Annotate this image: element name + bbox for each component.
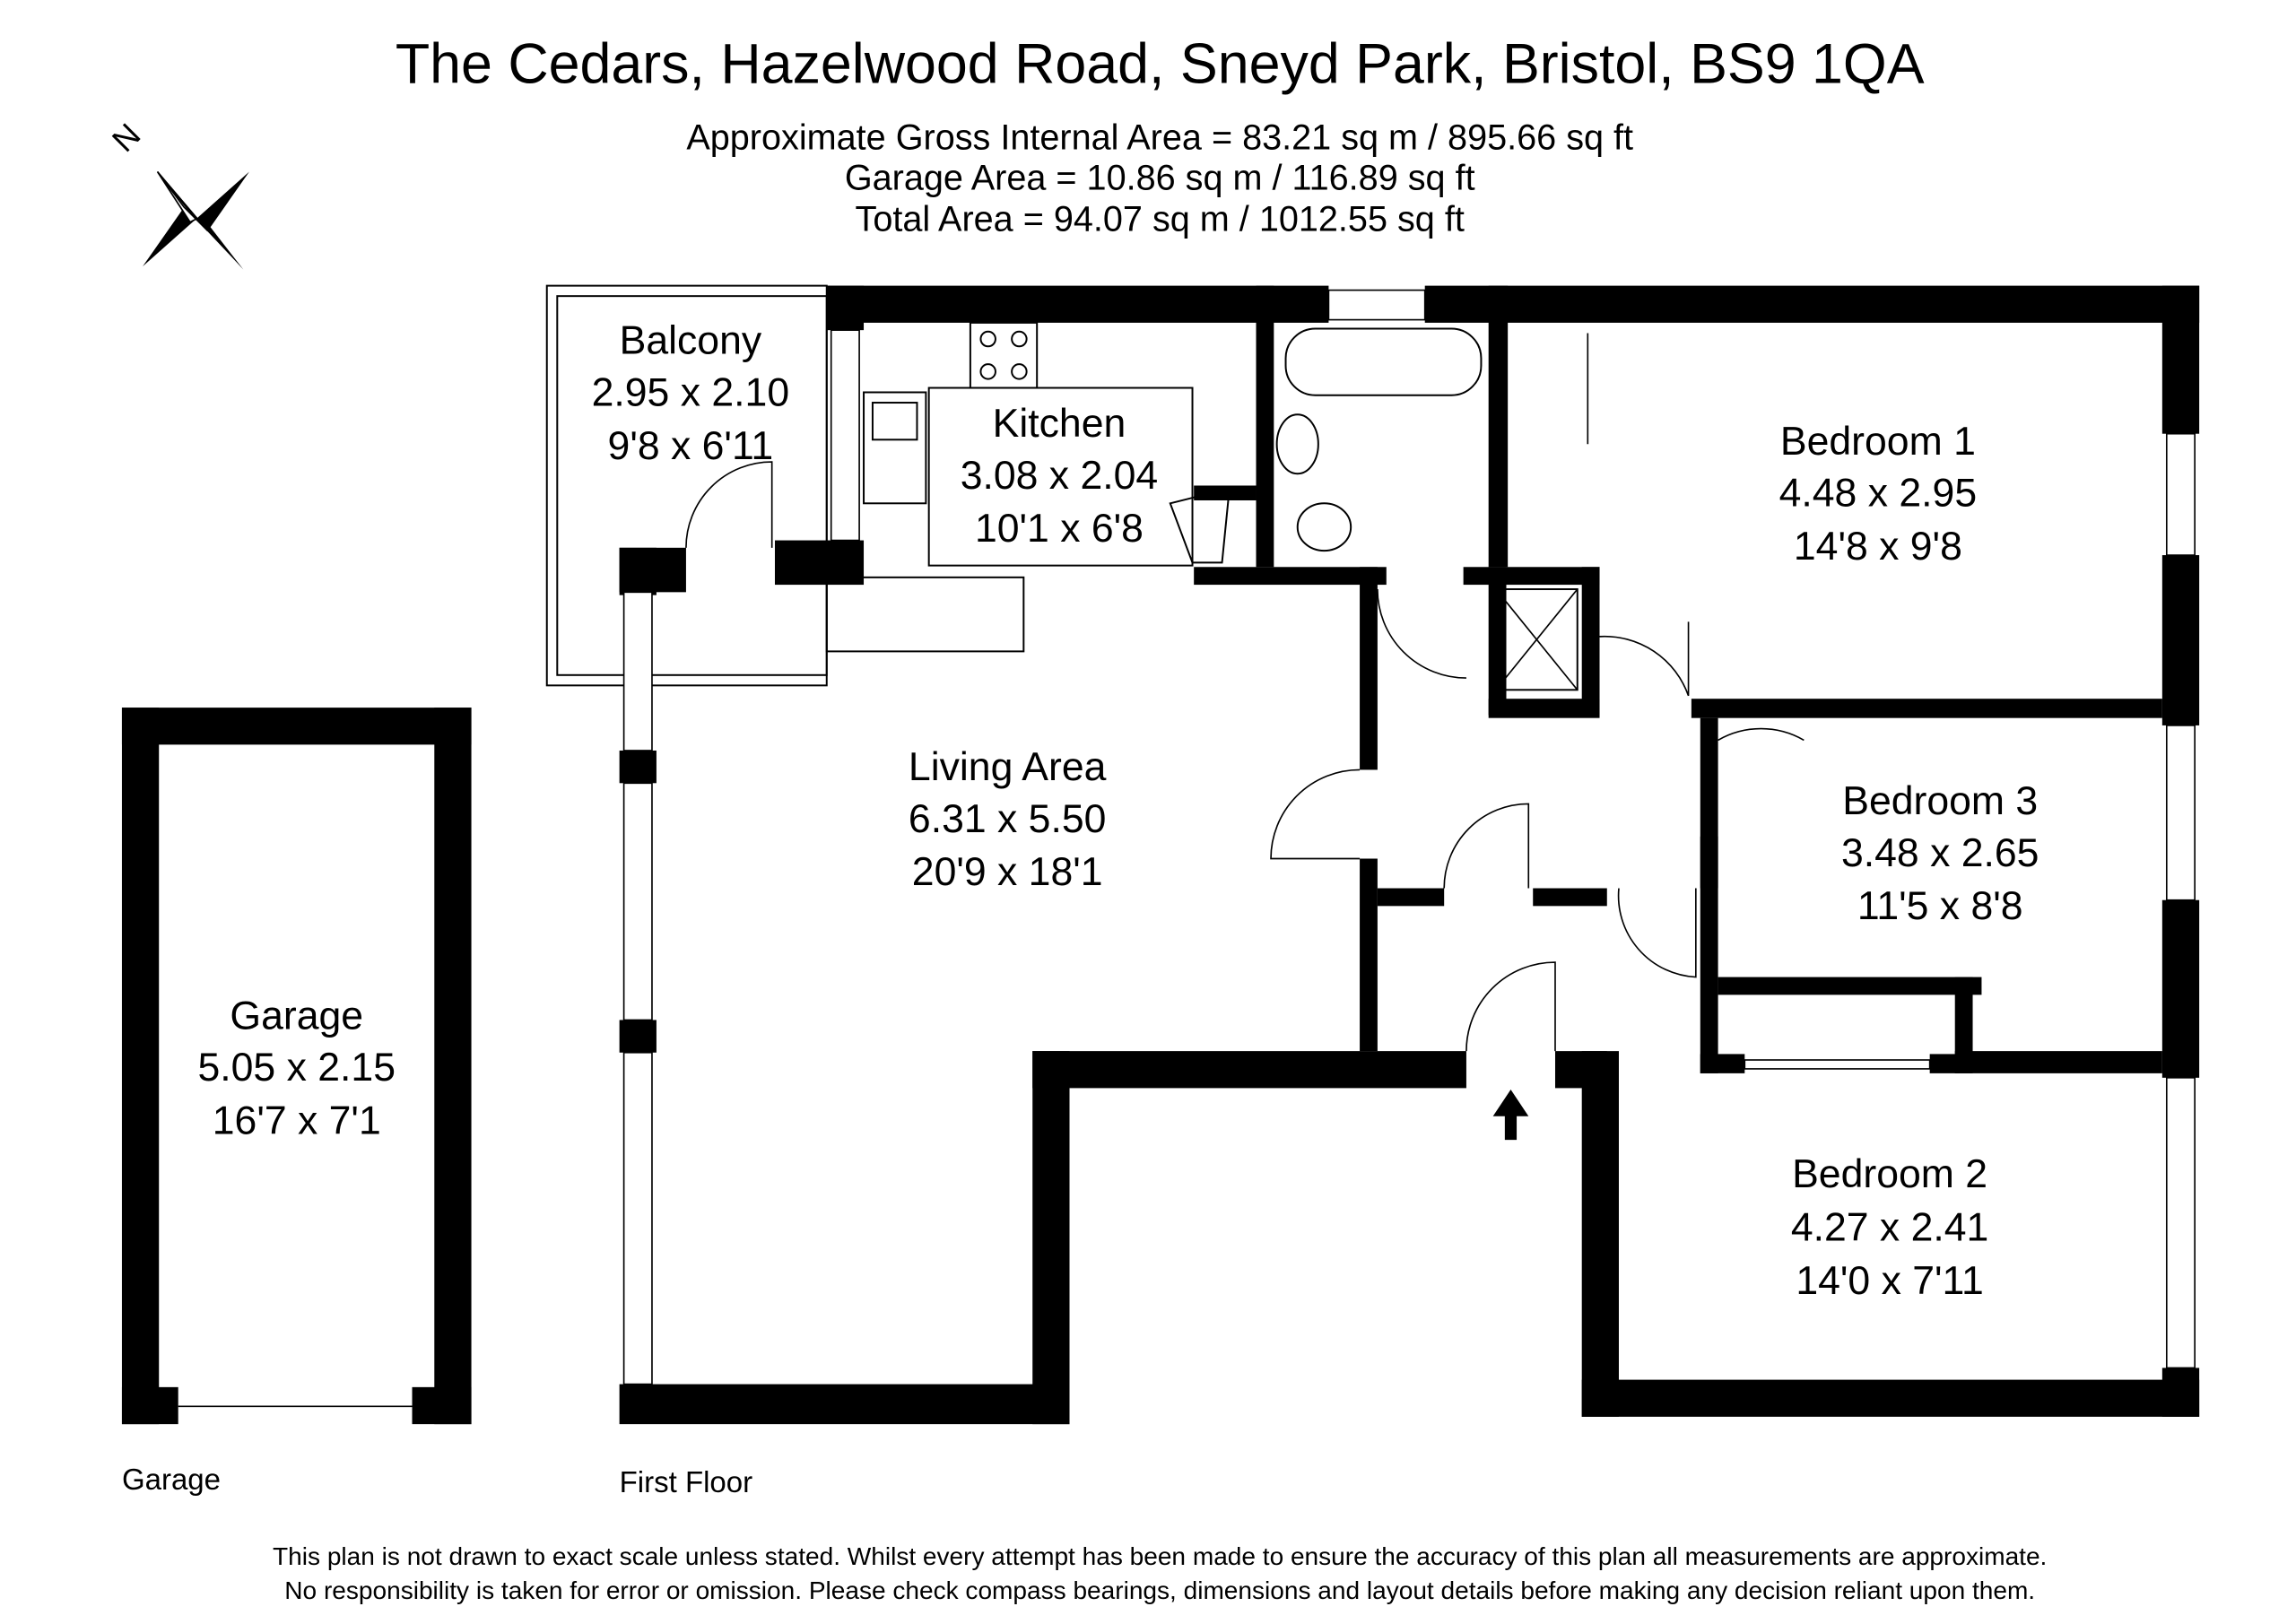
plan-title: The Cedars, Hazelwood Road, Sneyd Park, …	[396, 32, 1925, 95]
garage-walls	[121, 708, 472, 1425]
room-metric: 4.27 x 2.41	[1791, 1205, 1989, 1249]
room-bedroom-1: Bedroom 1 4.48 x 2.95 14'8 x 9'8	[1779, 420, 1978, 569]
room-metric: 3.08 x 2.04	[961, 454, 1159, 498]
room-imperial: 14'8 x 9'8	[1794, 525, 1962, 569]
room-name: Balcony	[620, 319, 762, 363]
first-floor-walls	[619, 285, 2200, 1425]
room-imperial: 10'1 x 6'8	[975, 507, 1144, 551]
room-name: Bedroom 2	[1792, 1152, 1987, 1196]
room-metric: 5.05 x 2.15	[197, 1046, 396, 1090]
room-imperial: 11'5 x 8'8	[1857, 884, 2023, 928]
room-imperial: 14'0 x 7'11	[1796, 1259, 1983, 1303]
total-area: Total Area = 94.07 sq m / 1012.55 sq ft	[856, 200, 1465, 239]
room-bedroom-2: Bedroom 2 4.27 x 2.41 14'0 x 7'11	[1791, 1152, 1989, 1303]
room-metric: 2.95 x 2.10	[592, 370, 790, 414]
room-metric: 3.48 x 2.65	[1841, 831, 2039, 875]
room-name: Living Area	[909, 745, 1107, 789]
room-name: Bedroom 3	[1842, 779, 2038, 823]
room-balcony: Balcony 2.95 x 2.10 9'8 x 6'11	[592, 319, 790, 468]
room-imperial: 20'9 x 18'1	[912, 850, 1103, 894]
room-imperial: 16'7 x 7'1	[213, 1099, 381, 1143]
room-bedroom-3: Bedroom 3 3.48 x 2.65 11'5 x 8'8	[1841, 779, 2039, 928]
compass-north-label: N	[105, 117, 148, 160]
gross-internal-area: Approximate Gross Internal Area = 83.21 …	[686, 118, 1633, 158]
room-garage: Garage 5.05 x 2.15 16'7 x 7'1	[197, 994, 396, 1142]
compass-icon: N	[105, 117, 249, 270]
room-name: Bedroom 1	[1780, 420, 1976, 464]
room-living-area: Living Area 6.31 x 5.50 20'9 x 18'1	[909, 745, 1107, 894]
door-swings	[685, 461, 1805, 1052]
bathroom-fittings	[1275, 327, 1589, 691]
room-metric: 4.48 x 2.95	[1779, 472, 1978, 516]
room-imperial: 9'8 x 6'11	[608, 424, 774, 468]
room-kitchen: Kitchen 3.08 x 2.04 10'1 x 6'8	[961, 402, 1159, 551]
garage-area: Garage Area = 10.86 sq m / 116.89 sq ft	[845, 158, 1475, 197]
kitchen-fittings	[825, 321, 1231, 653]
room-name: Garage	[230, 994, 363, 1038]
disclaimer-line-1: This plan is not drawn to exact scale un…	[273, 1542, 2047, 1570]
room-name: Kitchen	[993, 402, 1126, 446]
disclaimer-line-2: No responsibility is taken for error or …	[284, 1576, 2035, 1604]
entrance-arrow-icon	[1492, 1090, 1529, 1141]
garage-floor-label: Garage	[122, 1463, 221, 1496]
first-floor-label: First Floor	[620, 1465, 753, 1498]
room-metric: 6.31 x 5.50	[909, 797, 1107, 841]
